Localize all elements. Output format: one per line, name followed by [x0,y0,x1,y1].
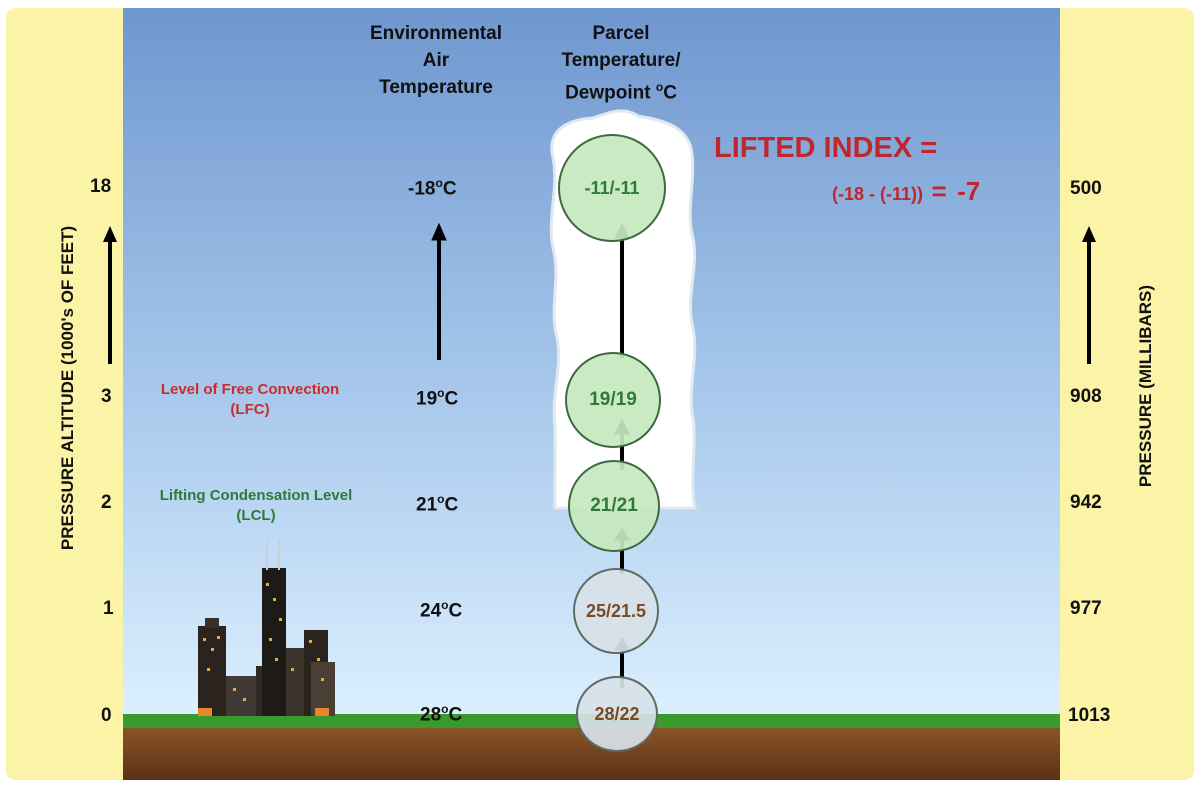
right-tick-908: 908 [1070,386,1102,407]
right-tick-942: 942 [1070,492,1102,513]
header-environmental: Environmental Air Temperature [370,23,502,98]
left-tick-3: 3 [101,386,112,407]
right-tick-500: 500 [1070,178,1102,199]
env-temp-18k: -18oC [408,176,457,200]
left-tick-1: 1 [103,598,114,619]
header-parcel: Parcel Temperature/ Dewpoint oC [561,23,681,104]
lifted-index-formula: (-18 - (-11)) = -7 [832,176,981,206]
env-temp-0k: 28oC [420,702,463,726]
parcel-circle-1k: 25/21.5 [573,568,659,654]
left-tick-2: 2 [101,492,112,513]
env-temp-2k: 21oC [416,492,459,516]
diagram-frame: PRESSURE ALTITUDE (1000's OF FEET) PRESS… [6,8,1194,780]
left-axis-label: PRESSURE ALTITUDE (1000's OF FEET) [58,225,77,551]
parcel-circle-3k: 19/19 [565,352,661,448]
parcel-circle-18k: -11/-11 [558,134,666,242]
right-axis-arrow [1082,226,1096,364]
lfc-label: Level of Free Convection (LFC) [160,381,340,418]
env-temp-1k: 24oC [420,598,463,622]
env-temp-arrow [431,222,447,360]
left-tick-0: 0 [101,705,112,726]
parcel-circle-0k: 28/22 [576,676,658,752]
city-skyline-icon [198,540,335,716]
left-tick-18: 18 [90,176,112,197]
right-tick-977: 977 [1070,598,1102,619]
lifted-index-title: LIFTED INDEX = [714,132,938,164]
env-temp-3k: 19oC [416,386,459,410]
right-tick-1013: 1013 [1068,705,1111,726]
left-axis-arrow [103,226,117,364]
lcl-label: Lifting Condensation Level (LCL) [159,487,353,524]
right-axis-label: PRESSURE (MILLIBARS) [1136,284,1155,488]
parcel-circle-2k: 21/21 [568,460,660,552]
